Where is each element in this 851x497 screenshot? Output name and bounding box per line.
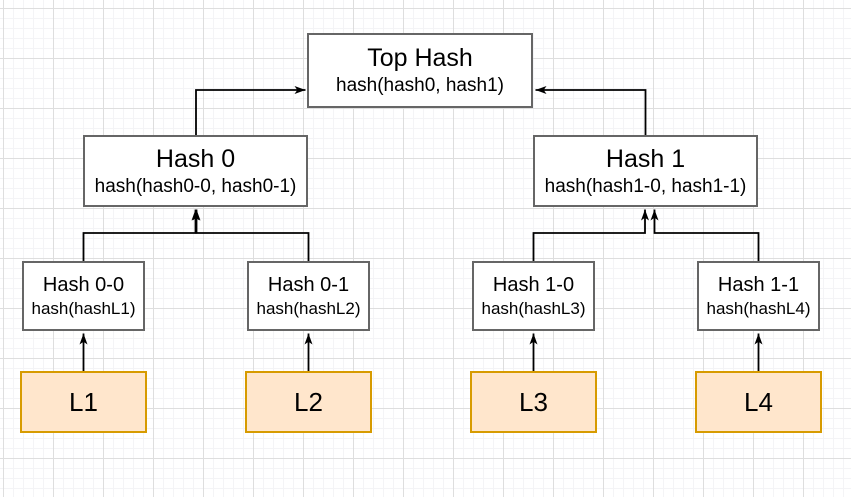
node-subtitle: hash(hashL2) — [256, 298, 361, 318]
edge-hash10-to-hash1[interactable] — [532, 209, 649, 262]
edge-hash01-to-hash0[interactable] — [192, 209, 310, 262]
node-hash-1-0[interactable]: Hash 1-0 hash(hashL3) — [472, 261, 595, 331]
node-title: Hash 1-0 — [492, 273, 575, 296]
edge-hash1-to-tophash[interactable] — [535, 86, 647, 135]
leaf-label: L3 — [519, 386, 548, 417]
node-subtitle: hash(hashL4) — [706, 298, 811, 318]
leaf-label: L2 — [294, 386, 323, 417]
node-title: Top Hash — [367, 44, 473, 72]
edge-hash0-to-tophash[interactable] — [195, 86, 306, 135]
node-hash-0[interactable]: Hash 0 hash(hash0-0, hash0-1) — [83, 135, 308, 207]
leaf-l2[interactable]: L2 — [245, 371, 372, 433]
leaf-l4[interactable]: L4 — [695, 371, 822, 433]
node-title: Hash 0-1 — [267, 273, 350, 296]
node-hash-0-1[interactable]: Hash 0-1 hash(hashL2) — [247, 261, 370, 331]
node-title: Hash 0 — [155, 144, 236, 173]
node-title: Hash 1 — [605, 144, 686, 173]
node-hash-1-1[interactable]: Hash 1-1 hash(hashL4) — [697, 261, 820, 331]
leaf-l1[interactable]: L1 — [20, 371, 147, 433]
node-subtitle: hash(hash0-0, hash0-1) — [94, 175, 297, 197]
edge-hash00-to-hash0[interactable] — [82, 209, 200, 262]
node-hash-0-0[interactable]: Hash 0-0 hash(hashL1) — [22, 261, 145, 331]
leaf-l3[interactable]: L3 — [470, 371, 597, 433]
node-title: Hash 1-1 — [717, 273, 800, 296]
node-subtitle: hash(hashL1) — [31, 298, 136, 318]
node-top-hash[interactable]: Top Hash hash(hash0, hash1) — [307, 33, 533, 108]
node-subtitle: hash(hash0, hash1) — [336, 75, 504, 97]
leaf-label: L1 — [69, 386, 98, 417]
node-subtitle: hash(hashL3) — [481, 298, 586, 318]
leaf-label: L4 — [744, 386, 773, 417]
node-hash-1[interactable]: Hash 1 hash(hash1-0, hash1-1) — [533, 135, 758, 207]
node-title: Hash 0-0 — [42, 273, 125, 296]
edge-hash11-to-hash1[interactable] — [650, 209, 760, 262]
node-subtitle: hash(hash1-0, hash1-1) — [544, 175, 747, 197]
